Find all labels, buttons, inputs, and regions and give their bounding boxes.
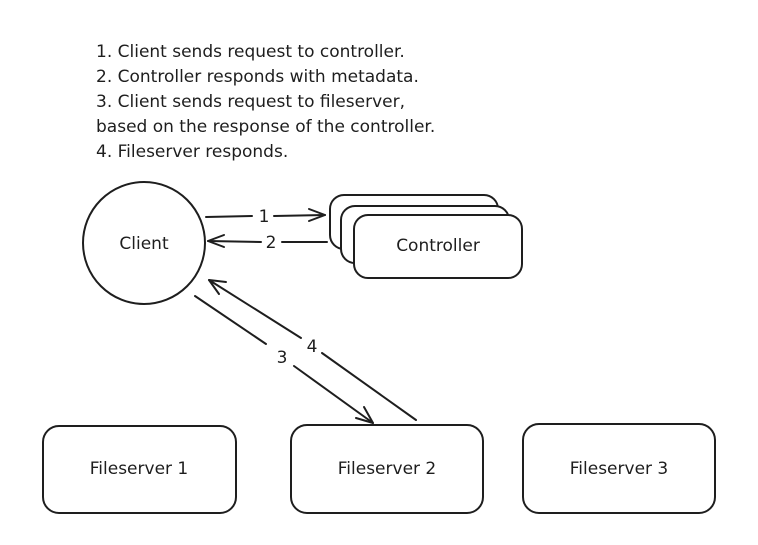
- edge-1-arrow: 1: [205, 207, 326, 227]
- edge-1-label: 1: [259, 207, 270, 227]
- edge-3-line-lower: [293, 365, 374, 424]
- edge-3-arrowhead: [355, 406, 374, 424]
- edge-2-line-left: [207, 240, 262, 243]
- fileserver-3-box: [522, 423, 716, 514]
- fileserver-2-label: Fileserver 2: [338, 459, 436, 479]
- fileserver-2-node[interactable]: Fileserver 2: [290, 424, 484, 514]
- note-line-2: 2. Controller responds with metadata.: [96, 67, 419, 87]
- client-circle: [82, 181, 206, 305]
- fileserver-3-label: Fileserver 3: [570, 459, 668, 479]
- edge-2-arrow: 2: [207, 233, 328, 253]
- edge-1-arrowhead: [308, 208, 326, 222]
- edge-1-line-right: [273, 214, 326, 217]
- fileserver-1-node[interactable]: Fileserver 1: [42, 425, 237, 514]
- fileserver-1-box: [42, 425, 237, 514]
- note-line-5: 4. Fileserver responds.: [96, 142, 288, 162]
- fileserver-1-label: Fileserver 1: [90, 459, 188, 479]
- edge-4-arrowhead: [208, 279, 227, 295]
- controller-box: [353, 214, 523, 279]
- client-node[interactable]: Client: [82, 181, 206, 305]
- edge-2-label: 2: [266, 233, 277, 253]
- fileserver-2-box: [290, 424, 484, 514]
- edge-3-label: 3: [277, 348, 288, 368]
- edge-4-line-upper: [208, 279, 302, 339]
- edge-3-line-upper: [194, 295, 267, 345]
- edge-4-label: 4: [307, 337, 318, 357]
- note-line-1: 1. Client sends request to controller.: [96, 42, 405, 62]
- edge-3-arrow: 3: [194, 295, 374, 424]
- edge-1-line-left: [205, 215, 253, 218]
- note-line-3: 3. Client sends request to fileserver,: [96, 92, 405, 112]
- fileserver-3-node[interactable]: Fileserver 3: [522, 423, 716, 514]
- edge-2-arrowhead: [207, 234, 225, 248]
- controller-node[interactable]: Controller: [329, 194, 523, 279]
- edge-4-arrow: 4: [208, 279, 417, 421]
- note-line-4: based on the response of the controller.: [96, 117, 435, 137]
- controller-label: Controller: [396, 236, 480, 256]
- client-label: Client: [119, 234, 169, 254]
- notes-block: 1. Client sends request to controller. 2…: [96, 42, 435, 162]
- edge-4-line-lower: [321, 352, 417, 421]
